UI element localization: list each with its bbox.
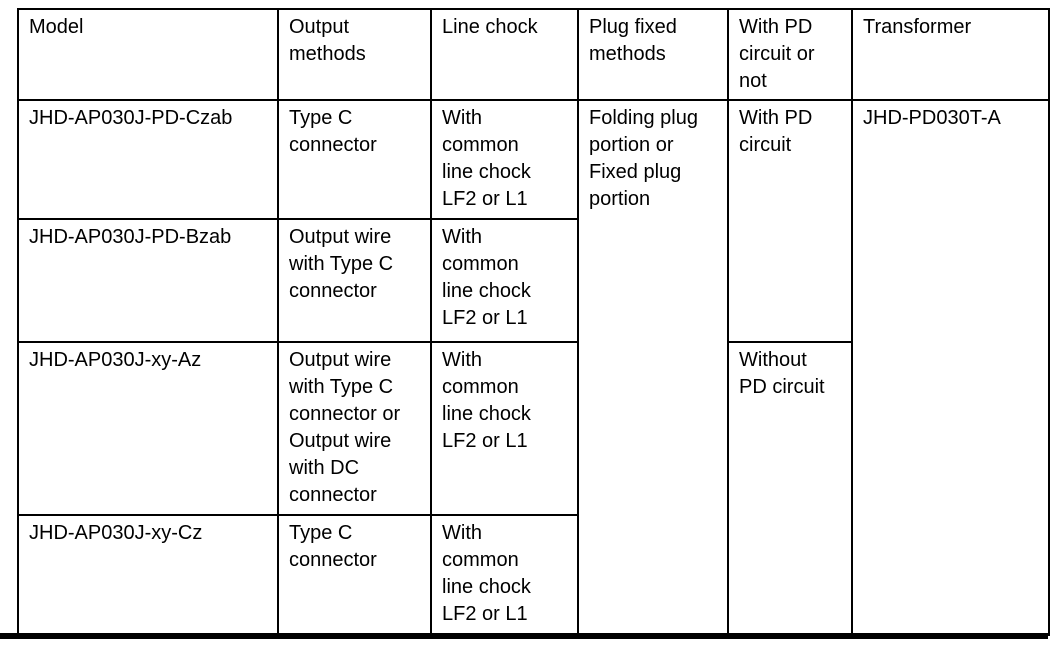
cell-plug-fixed-methods: Folding plug portion or Fixed plug porti… <box>577 99 729 636</box>
header-output-methods: Output methods <box>277 8 432 101</box>
table-row: JHD-AP030J-xy-Cz Type C connector With c… <box>17 514 1049 636</box>
cell-pd-without-circuit: Without PD circuit <box>727 341 853 636</box>
cell-output-methods: Type C connector <box>277 514 432 636</box>
cell-model: JHD-AP030J-xy-Cz <box>17 514 279 636</box>
cell-line-chock: With common line chock LF2 or L1 <box>430 218 579 343</box>
section-divider-line <box>0 633 1048 639</box>
cell-output-methods: Output wire with Type C connector <box>277 218 432 343</box>
cell-output-methods: Output wire with Type C connector or Out… <box>277 341 432 516</box>
header-row: Model Output methods Line chock Plug fix… <box>17 8 1050 101</box>
cell-model: JHD-AP030J-xy-Az <box>17 341 279 516</box>
table-row: JHD-AP030J-PD-Bzab Output wire with Type… <box>17 218 1049 343</box>
table-row: JHD-AP030J-PD-Czab Type C connector With… <box>17 99 1050 636</box>
cell-model: JHD-AP030J-PD-Czab <box>17 99 279 220</box>
cell-pd-with-circuit: With PD circuit <box>727 99 853 343</box>
cell-output-methods: Type C connector <box>277 99 432 220</box>
header-transformer: Transformer <box>851 8 1050 101</box>
header-plug-fixed-methods: Plug fixed methods <box>577 8 729 101</box>
header-model: Model <box>17 8 279 101</box>
header-line-chock: Line chock <box>430 8 579 101</box>
cell-model: JHD-AP030J-PD-Bzab <box>17 218 279 343</box>
cell-line-chock: With common line chock LF2 or L1 <box>430 341 579 516</box>
cell-line-chock: With common line chock LF2 or L1 <box>430 514 579 636</box>
cell-transformer: JHD-PD030T-A <box>851 99 1050 636</box>
model-spec-table: Model Output methods Line chock Plug fix… <box>17 8 1050 636</box>
cell-line-chock: With common line chock LF2 or L1 <box>430 99 579 220</box>
header-pd-circuit: With PD circuit or not <box>727 8 853 101</box>
